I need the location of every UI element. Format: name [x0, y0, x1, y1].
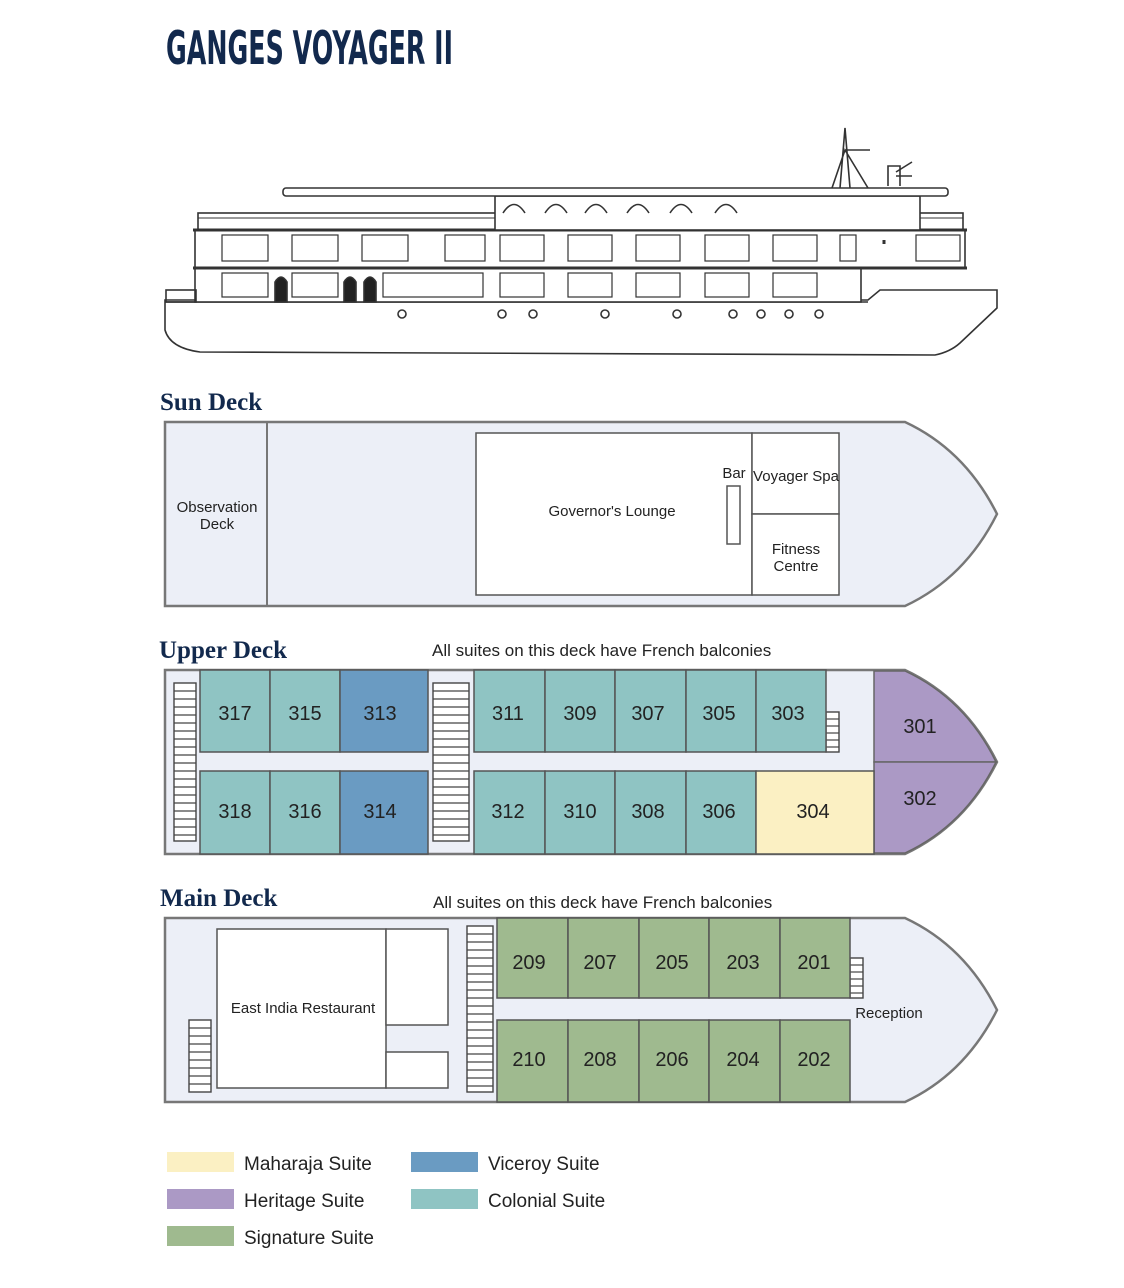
suite-311: [473, 669, 546, 753]
suite-307-number: 307: [631, 703, 664, 725]
observation-deck-label-2: Deck: [200, 516, 235, 533]
suite-201: [779, 917, 851, 999]
legend-label-signature: Signature Suite: [244, 1228, 374, 1249]
upper-deck-label: Upper Deck: [159, 637, 287, 664]
main-stairs-fwd: [849, 957, 864, 999]
suite-210: [496, 1019, 569, 1103]
main-windows: [221, 272, 818, 298]
legend-swatch-heritage: [167, 1189, 234, 1209]
suite-204-number: 204: [726, 1049, 759, 1071]
suite-207: [567, 917, 640, 999]
governors-lounge: [475, 432, 753, 596]
legend-swatch-viceroy: [411, 1152, 478, 1172]
suite-204: [708, 1019, 781, 1103]
restaurant-label: East India Restaurant: [231, 1000, 376, 1017]
suite-209: [496, 917, 569, 999]
suite-205: [638, 917, 710, 999]
upper-stairs-fwd: [825, 711, 840, 753]
east-india-restaurant: [216, 928, 387, 1089]
suite-306-number: 306: [702, 801, 735, 823]
restaurant-side-room-1: [385, 928, 449, 1026]
upper-deck-plan: 317 315 313 311 309 307 305 303 318 316 …: [163, 668, 999, 856]
upper-stairs-aft: [173, 682, 197, 842]
legend-label-heritage: Heritage Suite: [244, 1191, 364, 1212]
bar-label: Bar: [722, 465, 745, 482]
legend-label-viceroy: Viceroy Suite: [488, 1154, 600, 1175]
suite-301-number: 301: [903, 716, 936, 738]
suite-317: [199, 669, 271, 753]
suite-308-number: 308: [631, 801, 664, 823]
suite-209-number: 209: [512, 952, 545, 974]
main-stairs-aft: [188, 1019, 212, 1093]
fitness-centre: [751, 513, 840, 596]
observation-deck-label: Observation: [177, 499, 258, 516]
upper-stairs-mid: [432, 682, 470, 842]
suite-202: [779, 1019, 851, 1103]
suite-318: [199, 770, 271, 855]
suite-313: [339, 669, 429, 753]
sun-deck-label: Sun Deck: [160, 389, 262, 416]
suite-308: [614, 770, 687, 855]
suite-302-number: 302: [903, 788, 936, 810]
suite-207-number: 207: [583, 952, 616, 974]
suite-309-number: 309: [563, 703, 596, 725]
upper-deck-note: All suites on this deck have French balc…: [432, 641, 771, 660]
sun-deck-plan: Observation Deck Governor's Lounge Bar V…: [163, 420, 999, 608]
suite-313-number: 313: [363, 703, 396, 725]
voyager-spa-label: Voyager Spa: [753, 468, 840, 485]
main-deck-plan: 209 207 205 203 201 210 208 206 204 202 …: [163, 916, 999, 1104]
fitness-centre-label-2: Centre: [773, 558, 818, 575]
suite-314: [339, 770, 429, 855]
suite-315: [269, 669, 341, 753]
portholes: [397, 309, 824, 319]
suite-203: [708, 917, 781, 999]
bar-counter: [726, 485, 741, 545]
suite-302: [873, 761, 998, 854]
suite-310: [544, 770, 616, 855]
suite-203-number: 203: [726, 952, 759, 974]
main-deck-note: All suites on this deck have French balc…: [433, 893, 772, 912]
fitness-centre-label: Fitness: [772, 541, 820, 558]
legend-label-maharaja: Maharaja Suite: [244, 1154, 372, 1175]
voyager-spa: [751, 432, 840, 515]
legend-swatch-maharaja: [167, 1152, 234, 1172]
suite-310-number: 310: [563, 801, 596, 823]
suite-317-number: 317: [218, 703, 251, 725]
suite-208: [567, 1019, 640, 1103]
suite-210-number: 210: [512, 1049, 545, 1071]
suite-303: [755, 669, 827, 753]
suite-206-number: 206: [655, 1049, 688, 1071]
legend-swatch-colonial: [411, 1189, 478, 1209]
suite-208-number: 208: [583, 1049, 616, 1071]
suite-306: [685, 770, 757, 855]
suite-316-number: 316: [288, 801, 321, 823]
main-stairs-mid: [466, 925, 494, 1093]
page-title: GANGES VOYAGER II: [166, 21, 453, 75]
suite-305-number: 305: [702, 703, 735, 725]
suite-312: [473, 770, 546, 855]
suite-305: [685, 669, 757, 753]
suite-206: [638, 1019, 710, 1103]
governors-lounge-label: Governor's Lounge: [548, 503, 675, 520]
suite-315-number: 315: [288, 703, 321, 725]
suite-312-number: 312: [491, 801, 524, 823]
suite-318-number: 318: [218, 801, 251, 823]
suite-303-number: 303: [771, 703, 804, 725]
suite-314-number: 314: [363, 801, 396, 823]
suite-311-number: 311: [492, 703, 524, 725]
ship-profile-illustration: [164, 127, 998, 356]
suite-202-number: 202: [797, 1049, 830, 1071]
suite-304: [755, 770, 875, 855]
suite-201-number: 201: [797, 952, 830, 974]
legend: Maharaja Suite Heritage Suite Signature …: [167, 1152, 605, 1249]
suite-205-number: 205: [655, 952, 688, 974]
legend-swatch-signature: [167, 1226, 234, 1246]
upper-windows: [221, 234, 961, 262]
restaurant-side-room-2: [385, 1051, 449, 1089]
reception-label: Reception: [855, 1005, 923, 1022]
suite-304-number: 304: [796, 801, 829, 823]
main-deck-label: Main Deck: [160, 885, 277, 912]
legend-label-colonial: Colonial Suite: [488, 1191, 605, 1212]
